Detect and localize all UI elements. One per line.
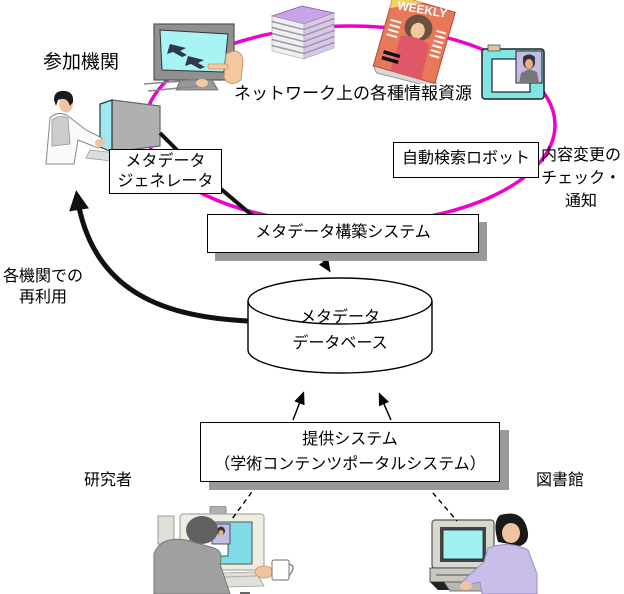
keyboard-line [143, 79, 197, 85]
mug [271, 559, 290, 581]
airplane-icon [167, 44, 187, 57]
database-label-line: メタデータ [299, 309, 380, 326]
change-notice-line: 内容変更の [540, 147, 621, 164]
participant-label: 参加機関 [43, 52, 120, 73]
node-label: メタデータ構築システム [255, 224, 431, 241]
person-hand [95, 139, 105, 147]
keyboard-line [147, 85, 201, 92]
arrow-provider-to-database-right [378, 392, 392, 421]
change-notice-line: チェック・ [541, 170, 621, 187]
mug-handle [288, 563, 294, 577]
node-label-line: ジェネレータ [117, 173, 214, 190]
person-hair [54, 90, 74, 106]
node-metadata-generator: メタデータ ジェネレータ [109, 149, 222, 194]
person-face [502, 523, 520, 543]
window-button [487, 44, 501, 52]
arrow-builder-to-database [317, 252, 331, 273]
arrow-provider-to-database-left [292, 391, 305, 421]
researcher-label: 研究者 [84, 472, 133, 489]
reuse-line: 再利用 [18, 289, 67, 306]
change-notice-line: 通知 [564, 193, 597, 210]
magazine-clipart: WEEKLY [372, 0, 456, 84]
cover-barcode-bar [383, 50, 401, 59]
reuse-line: 各機関での [2, 268, 83, 285]
node-label-line: 提供システム [302, 431, 398, 448]
participant-user-clipart [45, 90, 161, 165]
database-label-line: データベース [292, 335, 388, 352]
monitor-screen [442, 529, 484, 560]
node-search-robot: 自動検索ロボット [393, 142, 539, 178]
person-hair [186, 516, 218, 544]
connector-monitor-generator [158, 131, 179, 152]
dashed-link-provider-library [426, 485, 458, 522]
magazine-corner [389, 0, 423, 9]
connector-generator-builder [219, 187, 256, 219]
node-label-line: （学術コンテンツポータルシステム） [214, 456, 486, 473]
airplane-computer-clipart [143, 23, 244, 92]
node-metadata-builder-system: メタデータ構築システム [207, 214, 479, 253]
hand [196, 79, 208, 87]
cover-barcode-bar [381, 55, 399, 64]
node-provider-system: 提供システム （学術コンテンツポータルシステム） [200, 422, 500, 482]
airplane-icon [185, 56, 205, 69]
cover-woman-face [410, 22, 425, 39]
database-label: メタデータ データベース [248, 305, 432, 357]
cover-text-lines [386, 18, 447, 59]
person-body [459, 544, 538, 594]
person-hand [460, 582, 472, 590]
hand [223, 50, 244, 84]
cover-woman-body [390, 35, 430, 80]
node-label-line: メタデータ [125, 153, 206, 170]
portrait-photo [515, 50, 543, 84]
reuse-label: 各機関での 再利用 [1, 266, 85, 308]
library-label: 図書館 [536, 472, 585, 489]
researcher-clipart [153, 506, 294, 594]
dashed-link-provider-researcher [231, 484, 258, 520]
person-vest [51, 116, 71, 147]
network-resources-label: ネットワーク上の各種情報資源 [234, 84, 472, 103]
reuse-curve-arrow [69, 190, 249, 324]
database-cylinder [247, 277, 433, 374]
change-notice-label: 内容変更の チェック・ 通知 [538, 144, 624, 213]
library-user-clipart [429, 513, 538, 594]
pointing-finger [207, 63, 229, 70]
person-body [153, 538, 231, 594]
browser-window-clipart [481, 44, 545, 100]
node-label: 自動検索ロボット [401, 150, 530, 167]
person-bangs [502, 518, 521, 526]
